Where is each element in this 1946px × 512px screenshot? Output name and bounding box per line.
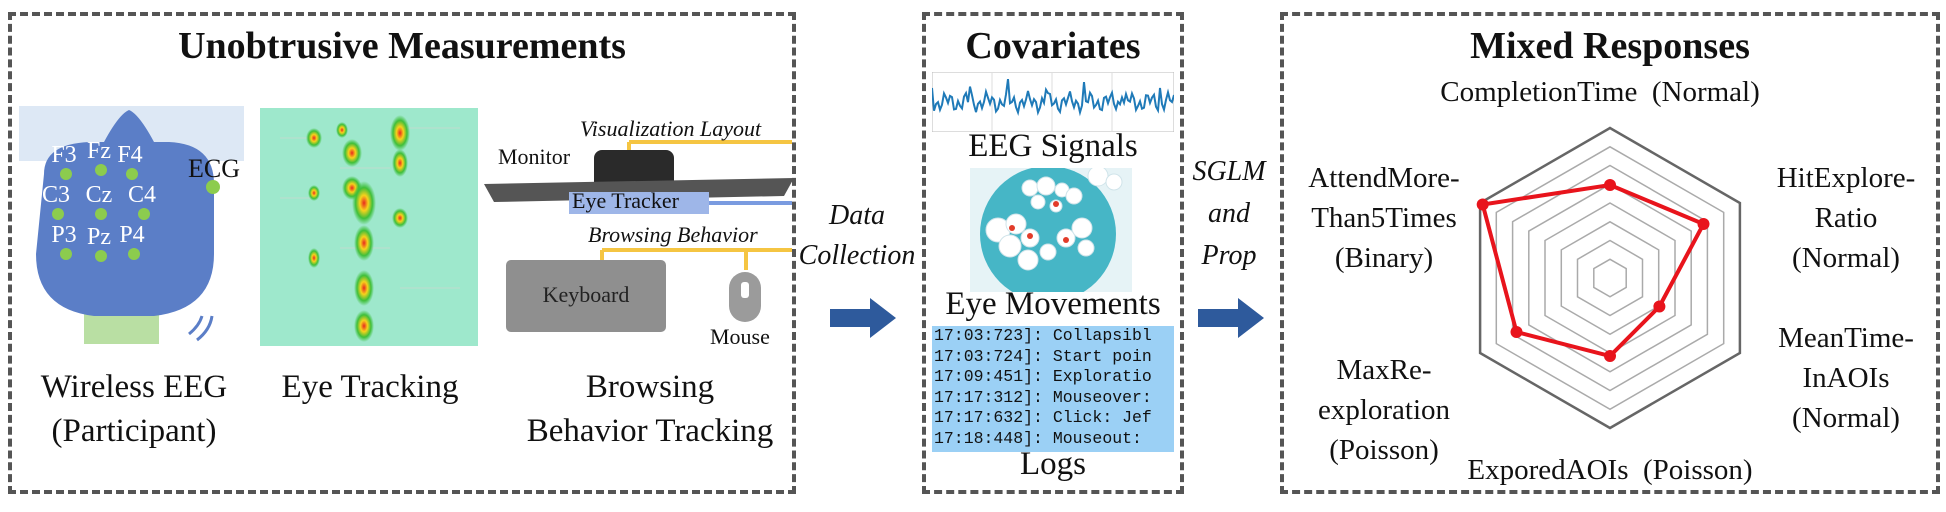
sglm-line2: and bbox=[1208, 198, 1250, 229]
electrode-label-f3: F3 bbox=[51, 142, 76, 168]
electrode-label-c3: C3 bbox=[42, 182, 70, 208]
ecg-electrode bbox=[206, 180, 220, 194]
electrode-dot bbox=[126, 168, 138, 180]
radar-point bbox=[1604, 179, 1616, 191]
log-line: 17:09:451]: Exploratio bbox=[934, 367, 1152, 386]
axis-label-explored-aois: ExporedAOIs (Poisson) bbox=[1400, 452, 1820, 488]
eye-movements-visual bbox=[970, 168, 1132, 292]
electrode-label-p4: P4 bbox=[119, 222, 144, 248]
axis-label-line: InAOIs bbox=[1802, 362, 1890, 394]
axis-label-line: (Normal) bbox=[1792, 402, 1900, 434]
axis-label-hit-explore-ratio: HitExplore- Ratio (Normal) bbox=[1758, 158, 1934, 278]
responses-panel: Mixed Responses bbox=[1280, 12, 1940, 494]
log-line: 17:18:448]: Mouseout: bbox=[934, 428, 1152, 448]
eye-tracking-caption: Eye Tracking bbox=[281, 369, 459, 405]
axis-label-line: (Binary) bbox=[1334, 242, 1434, 274]
radar-point bbox=[1653, 300, 1666, 313]
keyboard-label: Keyboard bbox=[542, 282, 630, 307]
radar-point bbox=[1476, 198, 1489, 211]
monitor-label: Monitor bbox=[498, 144, 571, 169]
measurements-title: Unobtrusive Measurements bbox=[178, 25, 626, 67]
radar-point bbox=[1510, 326, 1523, 338]
eye-tracking-heatmap bbox=[260, 108, 478, 346]
electrode-dot bbox=[95, 208, 107, 220]
electrode-dot bbox=[52, 208, 64, 220]
eye-tracker-label: Eye Tracker bbox=[572, 188, 679, 213]
eeg-headset-illustration bbox=[19, 106, 244, 344]
radar-point bbox=[1604, 350, 1616, 362]
electrode-dot bbox=[60, 168, 72, 180]
axis-label-line: exploration bbox=[1317, 394, 1451, 426]
covariates-panel: Covariates bbox=[922, 12, 1184, 494]
radar-point bbox=[1697, 218, 1710, 230]
eeg-signals-label: EEG Signals bbox=[968, 128, 1138, 164]
mouse-label: Mouse bbox=[710, 324, 770, 349]
axis-label-completion-time: CompletionTime (Normal) bbox=[1380, 74, 1820, 110]
measurements-panel: Unobtrusive Measurements bbox=[8, 12, 796, 494]
eeg-caption-line2: (Participant) bbox=[51, 413, 217, 449]
axis-label-line: HitExplore- bbox=[1776, 162, 1916, 194]
electrode-dot bbox=[60, 248, 72, 260]
browsing-behavior-label: Browsing Behavior bbox=[588, 222, 758, 247]
radar-grid-ring bbox=[1528, 183, 1692, 373]
sglm-arrow bbox=[1198, 298, 1264, 338]
electrode-label-cz: Cz bbox=[86, 182, 113, 208]
eeg-signal-plot bbox=[932, 72, 1174, 132]
electrode-label-p3: P3 bbox=[51, 222, 76, 248]
axis-label-line: Than5Times bbox=[1311, 202, 1457, 234]
electrode-label-pz: Pz bbox=[87, 224, 111, 250]
browsing-caption-line2: Behavior Tracking bbox=[526, 413, 774, 449]
axis-label-max-reexploration: MaxRe- exploration (Poisson) bbox=[1296, 350, 1472, 470]
log-line: 17:03:723]: Collapsibl bbox=[934, 326, 1152, 345]
axis-label-line: MaxRe- bbox=[1336, 354, 1432, 386]
radar-grid-ring bbox=[1544, 202, 1676, 354]
electrode-label-c4: C4 bbox=[128, 182, 156, 208]
radar-grid-ring bbox=[1478, 126, 1742, 430]
responses-title: Mixed Responses bbox=[1470, 25, 1750, 67]
electrode-dot bbox=[138, 208, 150, 220]
axis-label-line: AttendMore- bbox=[1308, 162, 1460, 194]
axis-label-line: Ratio bbox=[1814, 202, 1878, 234]
log-line: 17:03:724]: Start poin bbox=[934, 346, 1152, 366]
electrode-dot bbox=[128, 248, 140, 260]
eeg-caption-line1: Wireless EEG bbox=[40, 369, 228, 405]
radar-chart bbox=[1476, 126, 1742, 430]
covariates-title: Covariates bbox=[965, 25, 1141, 67]
log-lines-box: 17:03:723]: Collapsibl 17:03:724]: Start… bbox=[932, 326, 1174, 452]
log-line: 17:17:312]: Mouseover: bbox=[934, 387, 1152, 407]
axis-label-line: CompletionTime (Normal) bbox=[1440, 76, 1760, 108]
axis-label-mean-time-in-aois: MeanTime- InAOIs (Normal) bbox=[1758, 318, 1934, 438]
visualization-layout-label: Visualization Layout bbox=[580, 116, 762, 141]
electrode-dot bbox=[95, 250, 107, 262]
sglm-line3: Prop bbox=[1201, 240, 1257, 271]
ecg-label: ECG bbox=[188, 154, 240, 183]
log-line: 17:17:632]: Click: Jef bbox=[934, 408, 1152, 427]
axis-label-attend-more: AttendMore- Than5Times (Binary) bbox=[1286, 158, 1482, 278]
browsing-caption-line1: Browsing bbox=[585, 369, 715, 405]
electrode-label-f4: F4 bbox=[117, 142, 142, 168]
axis-label-line: ExporedAOIs (Poisson) bbox=[1467, 454, 1753, 486]
eye-movements-label: Eye Movements bbox=[945, 286, 1161, 322]
browsing-setup-illustration bbox=[484, 140, 794, 332]
radar-grid-ring bbox=[1495, 145, 1725, 411]
data-collection-line1: Data bbox=[829, 200, 885, 231]
axis-label-line: (Normal) bbox=[1792, 242, 1900, 274]
electrode-label-fz: Fz bbox=[87, 138, 111, 164]
electrode-dot bbox=[95, 164, 107, 176]
data-collection-arrow bbox=[830, 298, 896, 338]
axis-label-line: MeanTime- bbox=[1778, 322, 1914, 354]
axis-label-line: (Poisson) bbox=[1329, 434, 1439, 466]
sglm-line1: SGLM bbox=[1192, 156, 1266, 187]
data-collection-line2: Collection bbox=[798, 240, 916, 271]
radar-grid-ring bbox=[1576, 239, 1644, 317]
logs-label: Logs bbox=[1020, 446, 1086, 482]
radar-grid-ring bbox=[1560, 220, 1660, 336]
radar-grid-ring bbox=[1593, 258, 1627, 298]
